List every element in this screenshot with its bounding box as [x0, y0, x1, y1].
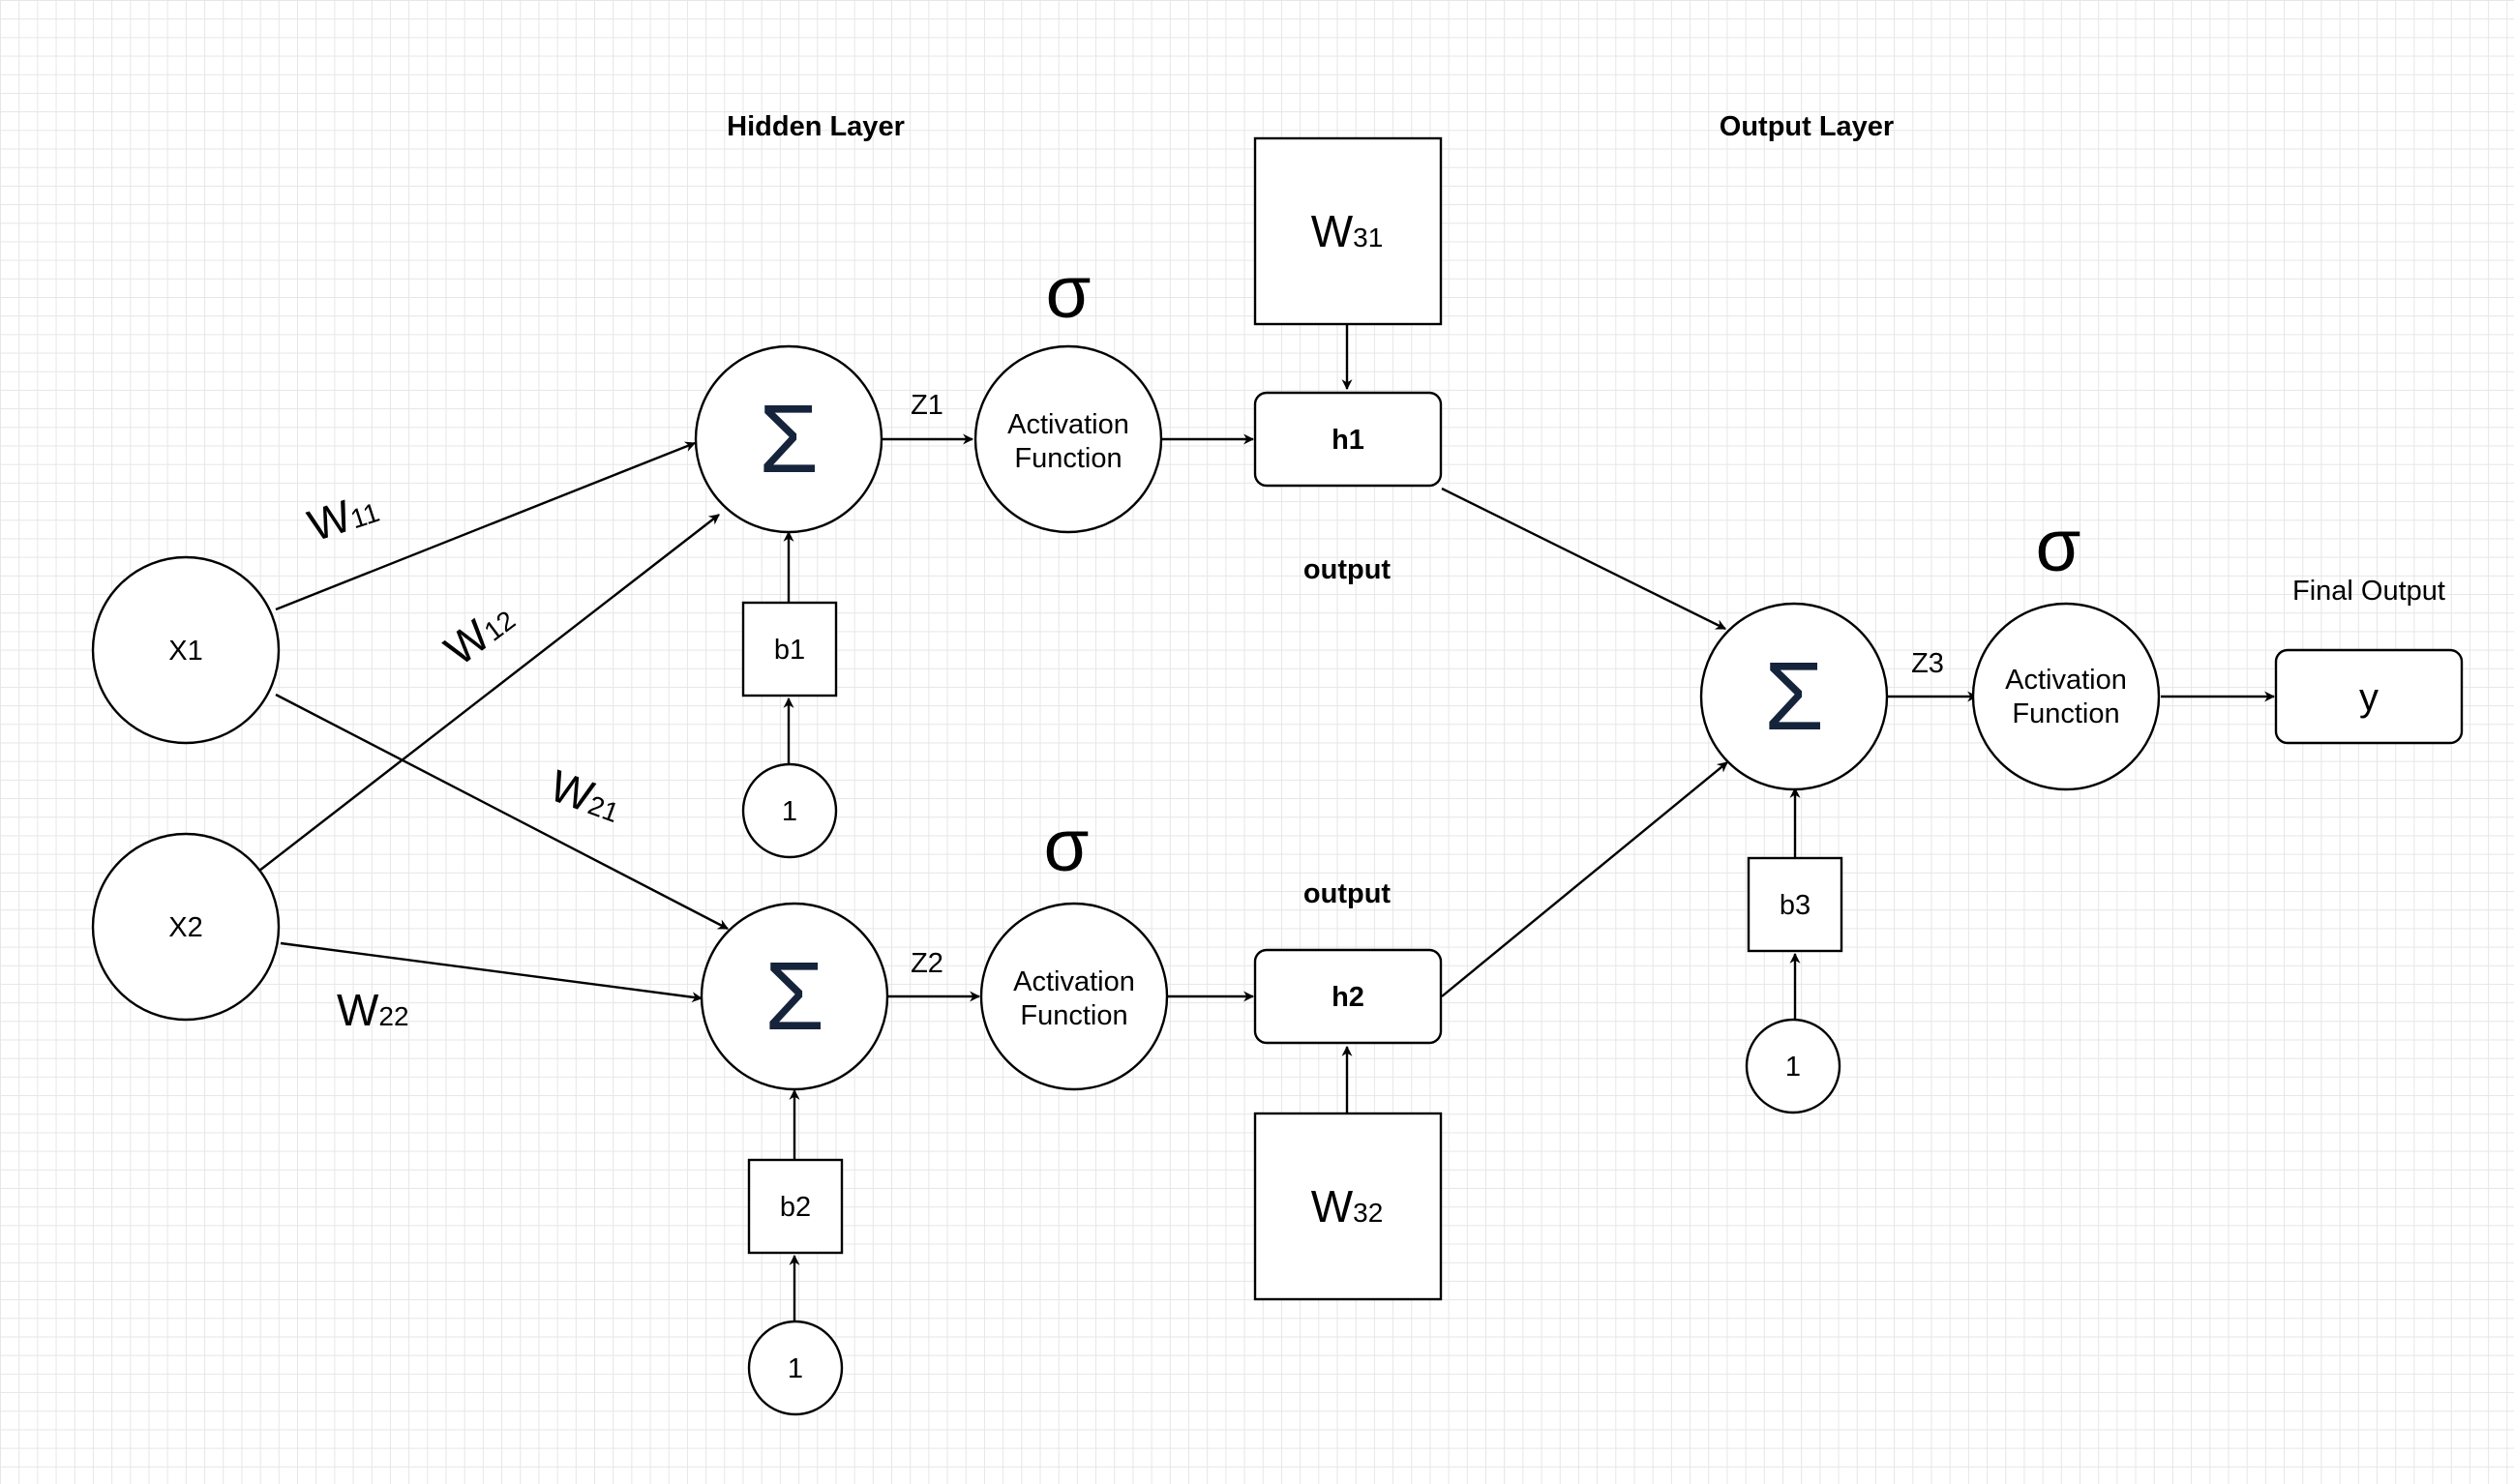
- input-node-x1: X1: [91, 555, 281, 745]
- constant-1b-label: 1: [788, 1353, 803, 1384]
- edge-x1-sum1: [275, 441, 697, 611]
- hidden-output-h1: h1: [1253, 391, 1443, 488]
- final-output-y-label: y: [2359, 676, 2379, 719]
- sigma-symbol-1: σ: [1046, 252, 1092, 334]
- edge-x2-sum2: [280, 941, 703, 1003]
- summation-2-symbol: Σ: [764, 942, 824, 1051]
- input-x1-label: X1: [168, 636, 202, 667]
- h1-label: h1: [1332, 425, 1364, 456]
- weight-w31-label: W31: [1311, 206, 1384, 256]
- weight-box-w31: W31: [1253, 136, 1443, 326]
- final-output-y: y: [2274, 648, 2464, 745]
- hidden-layer-label: Hidden Layer: [727, 111, 905, 142]
- constant-node-1a: 1: [741, 762, 838, 859]
- edges: [258, 325, 2276, 1321]
- bias-b3-label: b3: [1780, 890, 1811, 921]
- input-x2-label: X2: [168, 912, 202, 943]
- activation-2-line1: Activation: [1013, 966, 1135, 997]
- input-node-x2: X2: [91, 832, 281, 1022]
- activation-node-3: Activation Function: [1971, 602, 2161, 791]
- activation-3-line1: Activation: [2005, 665, 2127, 696]
- constant-1c-label: 1: [1785, 1052, 1801, 1083]
- final-output-label: Final Output: [2292, 576, 2445, 607]
- bias-b1-label: b1: [774, 635, 805, 666]
- bias-box-b2: b2: [747, 1158, 844, 1255]
- summation-3-symbol: Σ: [1764, 642, 1824, 751]
- output-layer-label: Output Layer: [1720, 111, 1894, 142]
- weight-w12-label: W12: [435, 592, 524, 675]
- summation-node-2: Σ: [700, 902, 889, 1091]
- weight-w22-label: W22: [337, 985, 409, 1035]
- signal-z1-label: Z1: [911, 390, 943, 421]
- edge-x1-sum2: [275, 693, 729, 931]
- constant-node-1c: 1: [1745, 1018, 1841, 1114]
- sigma-symbol-3: σ: [2036, 505, 2081, 587]
- activation-3-line2: Function: [2012, 698, 2119, 729]
- weight-box-w32: W32: [1253, 1112, 1443, 1301]
- activation-1-line2: Function: [1014, 443, 1122, 474]
- weight-w11-label: W11: [302, 482, 384, 551]
- bias-box-b1: b1: [741, 601, 838, 697]
- activation-node-1: Activation Function: [973, 344, 1163, 534]
- summation-node-1: Σ: [694, 344, 883, 534]
- signal-z3-label: Z3: [1911, 648, 1944, 679]
- bias-box-b3: b3: [1747, 856, 1843, 953]
- sigma-symbol-2: σ: [1044, 805, 1090, 887]
- bias-b2-label: b2: [780, 1192, 811, 1223]
- edge-h2-sum3: [1441, 761, 1728, 997]
- h2-label: h2: [1332, 982, 1364, 1013]
- activation-node-2: Activation Function: [979, 902, 1169, 1091]
- activation-1-line1: Activation: [1007, 409, 1129, 440]
- h2-output-caption: output: [1303, 878, 1392, 909]
- edge-x2-sum1: [258, 514, 720, 872]
- edge-h1-sum3: [1441, 487, 1726, 631]
- constant-1a-label: 1: [782, 796, 797, 827]
- h1-output-caption: output: [1303, 554, 1392, 585]
- weight-w21-label: W21: [544, 760, 629, 832]
- constant-node-1b: 1: [747, 1320, 844, 1416]
- summation-1-symbol: Σ: [759, 385, 819, 493]
- activation-2-line2: Function: [1020, 1000, 1127, 1031]
- signal-z2-label: Z2: [911, 948, 943, 979]
- summation-node-3: Σ: [1699, 602, 1889, 791]
- hidden-output-h2: h2: [1253, 948, 1443, 1045]
- weight-w32-label: W32: [1311, 1181, 1384, 1232]
